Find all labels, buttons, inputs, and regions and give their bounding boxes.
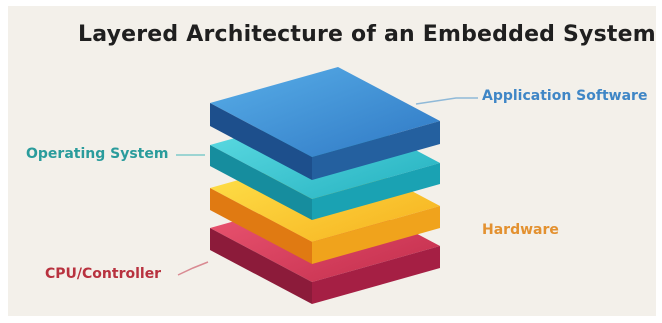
label-application-software: Application Software bbox=[482, 88, 648, 104]
label-cpu-controller: CPU/Controller bbox=[45, 266, 162, 282]
connector-application-software bbox=[415, 97, 478, 105]
connector-cpu-controller bbox=[177, 261, 209, 276]
diagram-title: Layered Architecture of an Embedded Syst… bbox=[78, 22, 656, 47]
label-hardware: Hardware bbox=[482, 222, 559, 238]
layer-application-software bbox=[210, 67, 440, 180]
label-operating-system: Operating System bbox=[26, 146, 169, 162]
